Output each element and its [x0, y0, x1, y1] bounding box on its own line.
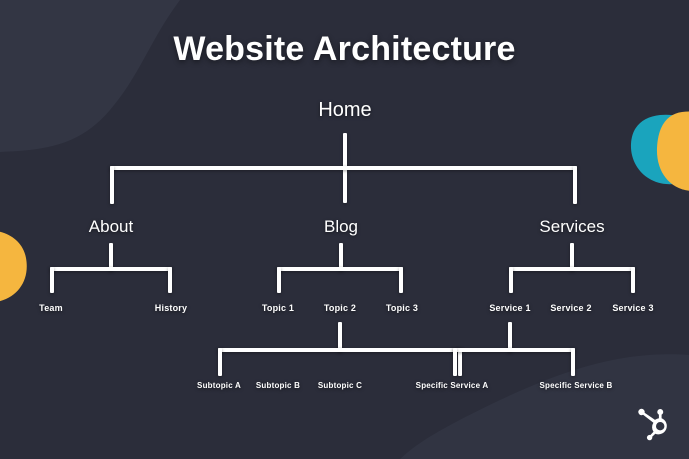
node-service-3[interactable]: Service 3 [612, 303, 654, 313]
connector-drop-history [168, 267, 172, 293]
connector-drop-topic3 [399, 267, 403, 293]
node-topic-2[interactable]: Topic 2 [323, 303, 357, 313]
connector-drop-specific-service-a [453, 348, 457, 376]
node-team[interactable]: Team [39, 303, 63, 313]
connector-drop-subtopic-c [458, 348, 462, 376]
connector-about-horizontal [50, 267, 172, 271]
node-specific-service-a[interactable]: Specific Service A [415, 381, 489, 390]
connector-drop-specific-service-b [571, 348, 575, 376]
wave-top-left [0, 0, 180, 152]
connector-services-horizontal [509, 267, 635, 271]
node-services[interactable]: Services [539, 217, 605, 236]
blob-yellow-left [0, 231, 27, 301]
connector-drop-service3 [631, 267, 635, 293]
node-subtopic-a[interactable]: Subtopic A [197, 381, 241, 390]
connector-services-stem [570, 243, 574, 271]
node-topic-1[interactable]: Topic 1 [261, 303, 295, 313]
node-service-1[interactable]: Service 1 [489, 303, 531, 313]
node-topic-3[interactable]: Topic 3 [385, 303, 419, 313]
connector-service1-stem [508, 322, 512, 352]
connector-drop-team [50, 267, 54, 293]
page-title: Website Architecture [173, 30, 516, 68]
node-about[interactable]: About [88, 217, 134, 236]
connector-specific-services-horizontal [453, 348, 575, 352]
connector-drop-services [573, 166, 577, 204]
connector-drop-topic1 [277, 267, 281, 293]
blob-teal [630, 114, 689, 185]
blob-yellow-right [656, 111, 689, 191]
connector-blog-stem [339, 243, 343, 271]
node-subtopic-c[interactable]: Subtopic C [317, 381, 363, 390]
connector-about-stem [109, 243, 113, 271]
node-home[interactable]: Home [318, 99, 372, 121]
node-service-2[interactable]: Service 2 [550, 303, 592, 313]
hubspot-sprocket-logo [638, 408, 667, 441]
connector-subtopics-horizontal [218, 348, 462, 352]
node-subtopic-b[interactable]: Subtopic B [255, 381, 301, 390]
node-specific-service-b[interactable]: Specific Service B [539, 381, 613, 390]
connector-blog-horizontal [277, 267, 403, 271]
connector-drop-subtopic-a [218, 348, 222, 376]
connector-level1-horizontal [110, 166, 577, 170]
node-blog[interactable]: Blog [323, 217, 359, 236]
connector-topic2-stem [338, 322, 342, 352]
node-history[interactable]: History [154, 303, 188, 313]
connector-drop-service1 [509, 267, 513, 293]
connector-drop-about [110, 166, 114, 204]
